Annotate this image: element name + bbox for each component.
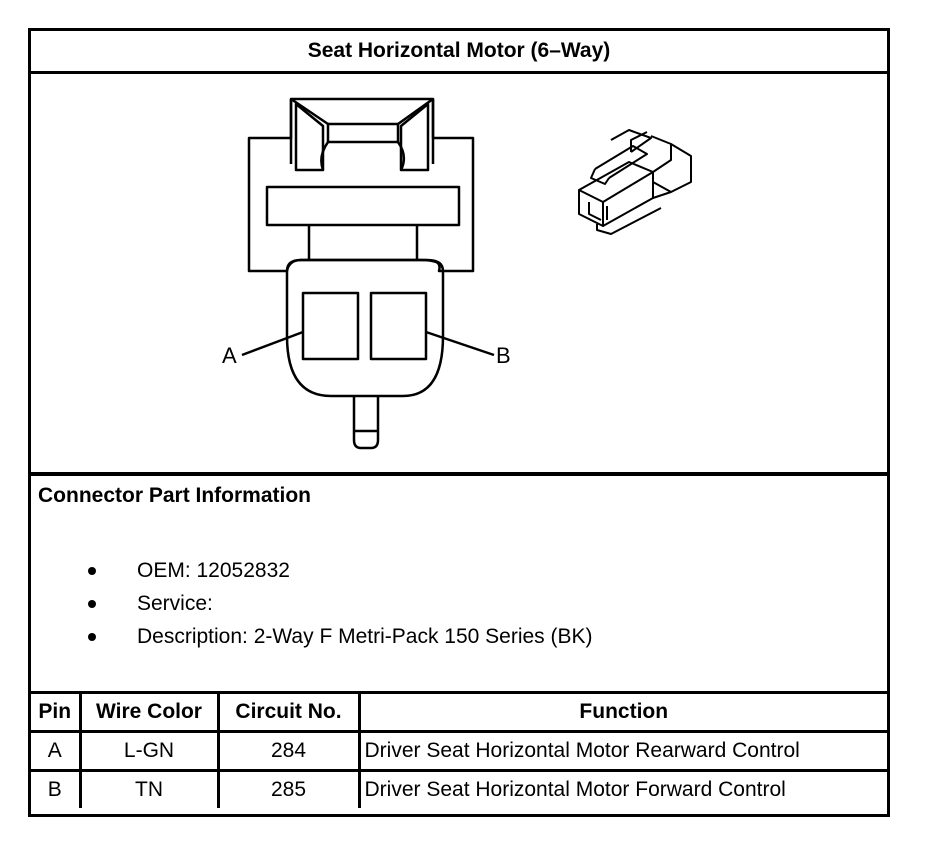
connector-drawing: A B (31, 74, 887, 476)
header-circuit-no: Circuit No. (216, 694, 361, 733)
info-heading: Connector Part Information (38, 484, 312, 507)
cell-wire-color: TN (78, 769, 220, 808)
bullet-icon (88, 567, 96, 575)
table-row: A L-GN 284 Driver Seat Horizontal Motor … (31, 730, 887, 772)
connector-sheet: Seat Horizontal Motor (6–Way) (28, 28, 890, 817)
connector-face-diagram: A B (222, 97, 692, 450)
connector-part-information: Connector Part Information OEM: 12052832… (31, 476, 887, 694)
header-wire-color: Wire Color (78, 694, 220, 733)
cell-function: Driver Seat Horizontal Motor Rearward Co… (357, 730, 887, 772)
header-function: Function (357, 694, 887, 733)
sheet-title: Seat Horizontal Motor (6–Way) (31, 31, 887, 74)
table-row: B TN 285 Driver Seat Horizontal Motor Fo… (31, 769, 887, 808)
cell-circuit-no: 284 (216, 730, 361, 772)
info-item-text: OEM: 12052832 (137, 559, 290, 582)
bullet-icon (88, 600, 96, 608)
connector-iso-icon (578, 129, 692, 235)
cell-pin: B (31, 769, 82, 808)
cell-wire-color: L-GN (78, 730, 220, 772)
pin-a-label: A (222, 343, 237, 368)
pin-b-label: B (496, 343, 511, 368)
pin-table: Pin Wire Color Circuit No. Function A L-… (31, 694, 887, 808)
info-item-text: Description: 2-Way F Metri-Pack 150 Seri… (137, 625, 593, 648)
cell-circuit-no: 285 (216, 769, 361, 808)
bullet-icon (88, 633, 96, 641)
header-pin: Pin (31, 694, 82, 733)
cell-function: Driver Seat Horizontal Motor Forward Con… (357, 769, 887, 808)
info-item-text: Service: (137, 592, 213, 615)
pin-table-header: Pin Wire Color Circuit No. Function (31, 694, 887, 733)
cell-pin: A (31, 730, 82, 772)
